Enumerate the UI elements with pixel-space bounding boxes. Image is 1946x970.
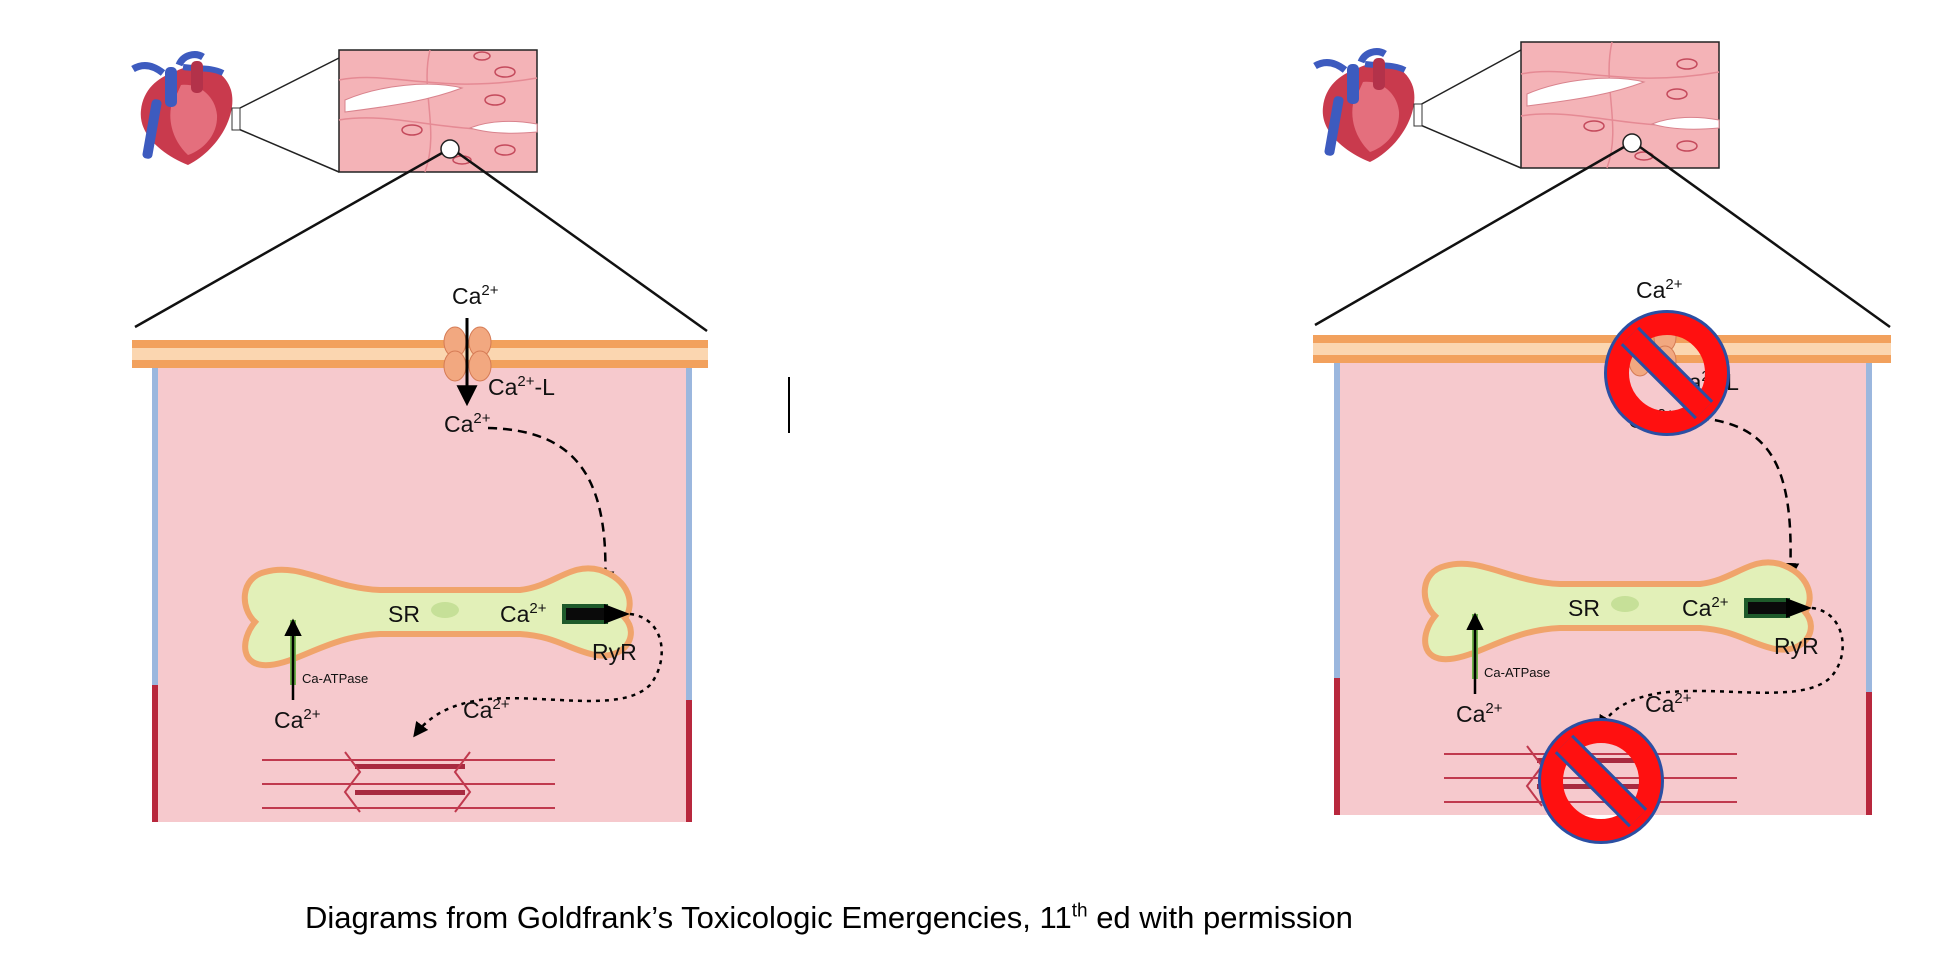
dashed-arrow-to-ryr-right <box>1699 416 1800 581</box>
ca-label-sr-right: Ca2+ <box>1682 594 1729 621</box>
right-panel: Ca2+ Ca2+-L Ca2+ SR Ca2+ RyR Ca2+ Ca-ATP… <box>1313 41 1891 844</box>
ca-atpase-label-right: Ca-ATPase <box>1484 665 1550 680</box>
dotted-release-arrow-right <box>1598 606 1844 731</box>
ca-label-reuptake: Ca2+ <box>274 706 321 733</box>
heart-icon <box>131 51 233 165</box>
muscle-tissue-inset <box>338 49 538 173</box>
ryr-receptor <box>562 604 630 624</box>
ca-atpase-label: Ca-ATPase <box>302 671 368 686</box>
sarcolemma <box>132 340 708 368</box>
sarcoplasmic-reticulum <box>241 565 634 669</box>
left-panel: Ca2+ Ca2+-L Ca2+ SR Ca2+ RyR Ca2+ Ca-ATP… <box>131 49 708 822</box>
prohibit-icon-contraction <box>1538 718 1664 844</box>
heart-icon-right <box>1313 48 1415 162</box>
prohibit-icon-channel <box>1604 310 1730 436</box>
dotted-release-arrow <box>413 612 663 738</box>
sarcoplasmic-reticulum-right <box>1421 559 1814 663</box>
ca-l-channel-label: Ca2+-L <box>488 373 555 400</box>
ca-label-reuptake-right: Ca2+ <box>1456 700 1503 727</box>
dashed-arrow-to-ryr <box>487 426 615 589</box>
ca-label-sr: Ca2+ <box>500 600 547 627</box>
sr-label-right: SR <box>1568 595 1600 621</box>
ryr-label-right: RyR <box>1774 633 1819 659</box>
ca-label-release: Ca2+ <box>463 696 510 723</box>
ryr-receptor-right <box>1744 598 1812 618</box>
figure-caption: Diagrams from Goldfrank’s Toxicologic Em… <box>305 900 1353 935</box>
l-type-calcium-channel <box>443 326 492 382</box>
ryr-label: RyR <box>592 639 637 665</box>
sarcolemma-right <box>1313 335 1891 363</box>
text-cursor <box>788 377 790 433</box>
ca-label-cytosol: Ca2+ <box>444 410 491 437</box>
ca-label-top: Ca2+ <box>452 282 499 309</box>
myofilaments <box>262 751 555 813</box>
sr-label: SR <box>388 601 420 627</box>
ca-label-release-right: Ca2+ <box>1645 690 1692 717</box>
muscle-tissue-inset-right <box>1520 41 1720 169</box>
ca-label-top-right: Ca2+ <box>1636 276 1683 303</box>
